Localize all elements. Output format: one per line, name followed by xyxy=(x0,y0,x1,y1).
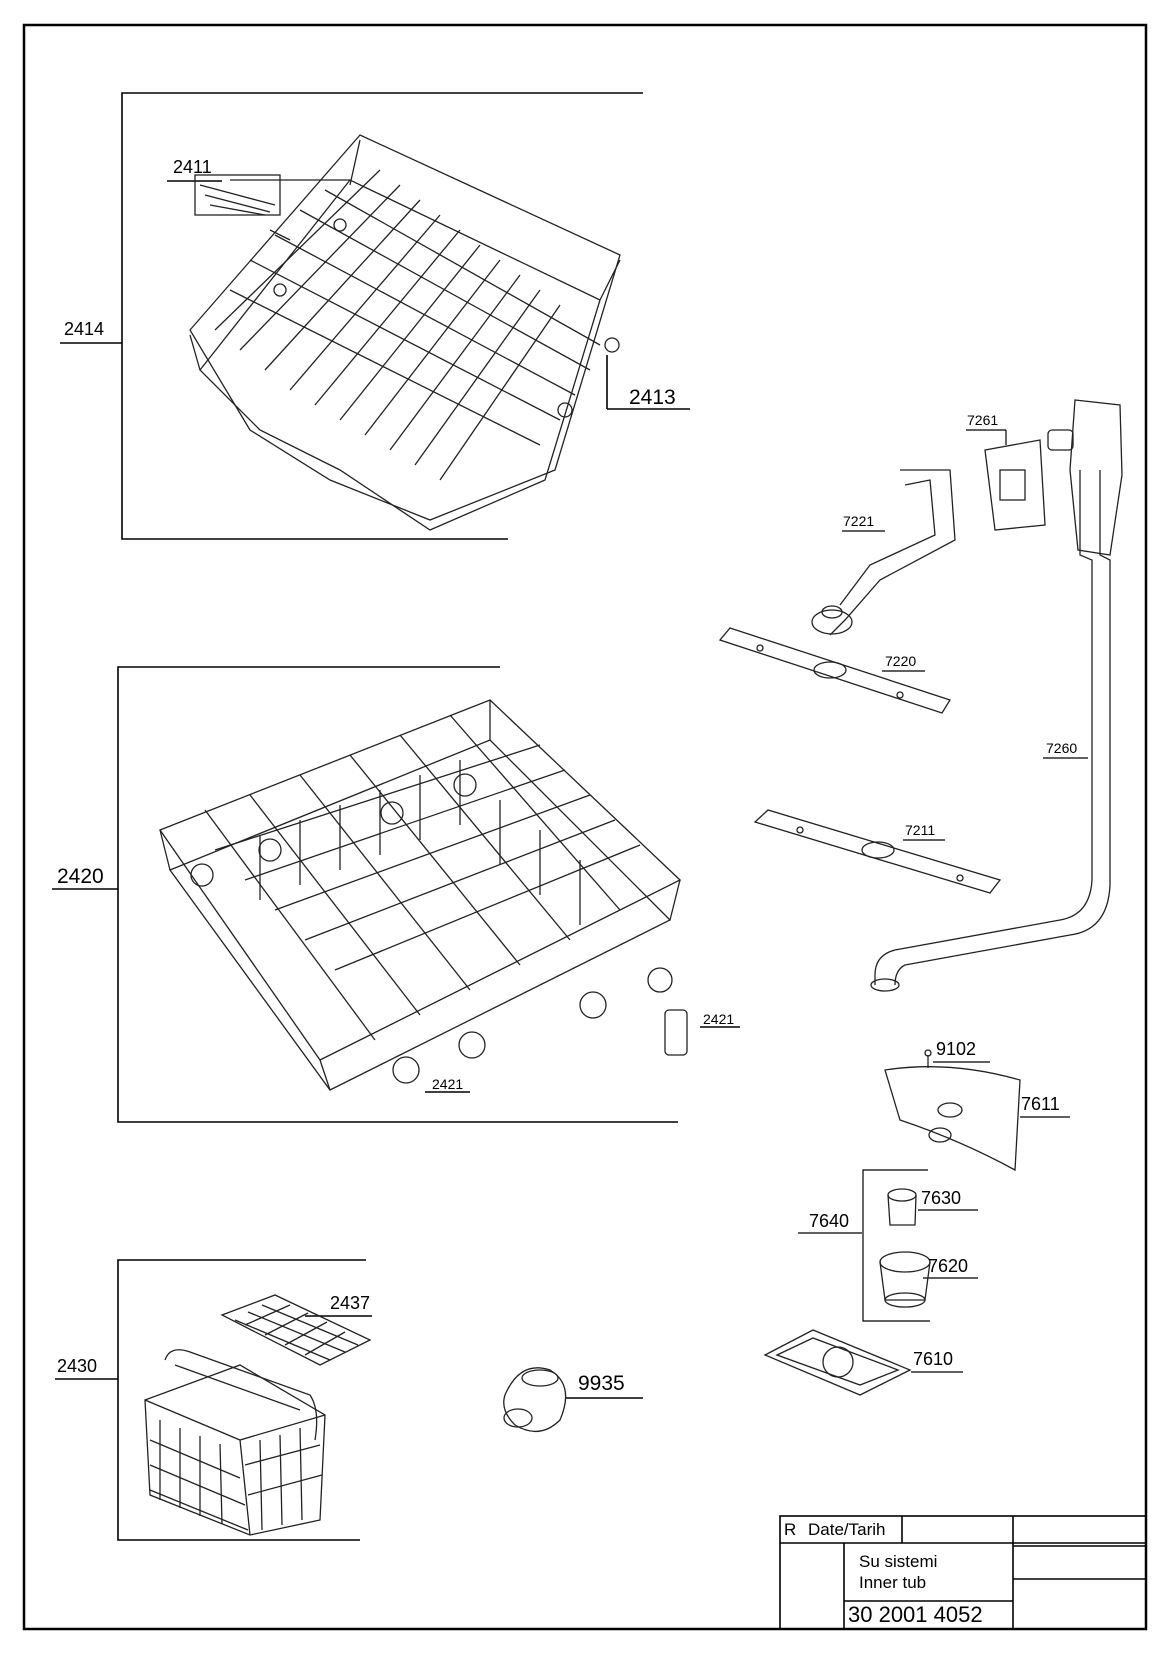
water-system-drawing xyxy=(718,399,1123,1396)
group-bracket-2430 xyxy=(55,1259,643,1541)
part-label-7220: 7220 xyxy=(885,653,917,669)
part-label-2421-right: 2421 xyxy=(703,1011,735,1027)
part-label-2413: 2413 xyxy=(629,386,676,409)
title-block xyxy=(779,1515,1147,1630)
part-label-2411: 2411 xyxy=(173,157,212,177)
group-bracket-2414 xyxy=(60,92,690,540)
part-label-7261: 7261 xyxy=(967,412,999,428)
lower-basket-drawing xyxy=(158,699,688,1091)
title-block-name-en: Inner tub xyxy=(859,1573,927,1592)
part-label-7620: 7620 xyxy=(928,1256,969,1276)
part-label-7260: 7260 xyxy=(1046,740,1078,756)
part-label-7611: 7611 xyxy=(1021,1094,1060,1114)
part-label-2437: 2437 xyxy=(330,1293,371,1313)
title-block-date-label: Date/Tarih xyxy=(808,1520,886,1539)
part-label-9935: 9935 xyxy=(578,1372,625,1395)
title-block-part-number: 30 2001 4052 xyxy=(848,1602,983,1627)
upper-basket-drawing xyxy=(189,134,621,531)
part-label-9102: 9102 xyxy=(936,1039,977,1059)
title-block-name-tr: Su sistemi xyxy=(859,1552,938,1571)
part-label-2414: 2414 xyxy=(64,319,105,339)
part-label-7610: 7610 xyxy=(913,1349,954,1369)
group-bracket-2420 xyxy=(52,666,740,1123)
cutlery-basket-drawing xyxy=(144,1294,567,1536)
title-block-rev: R xyxy=(784,1520,797,1539)
part-label-7211: 7211 xyxy=(905,822,936,838)
part-label-2430: 2430 xyxy=(57,1356,98,1376)
part-label-7630: 7630 xyxy=(921,1188,962,1208)
part-label-7640: 7640 xyxy=(809,1211,850,1231)
leader-lines-right xyxy=(798,429,1088,1373)
part-label-2421-bottom: 2421 xyxy=(432,1076,464,1092)
part-label-7221: 7221 xyxy=(843,513,875,529)
part-label-2420: 2420 xyxy=(57,865,104,888)
sheet-border xyxy=(22,23,1148,1631)
